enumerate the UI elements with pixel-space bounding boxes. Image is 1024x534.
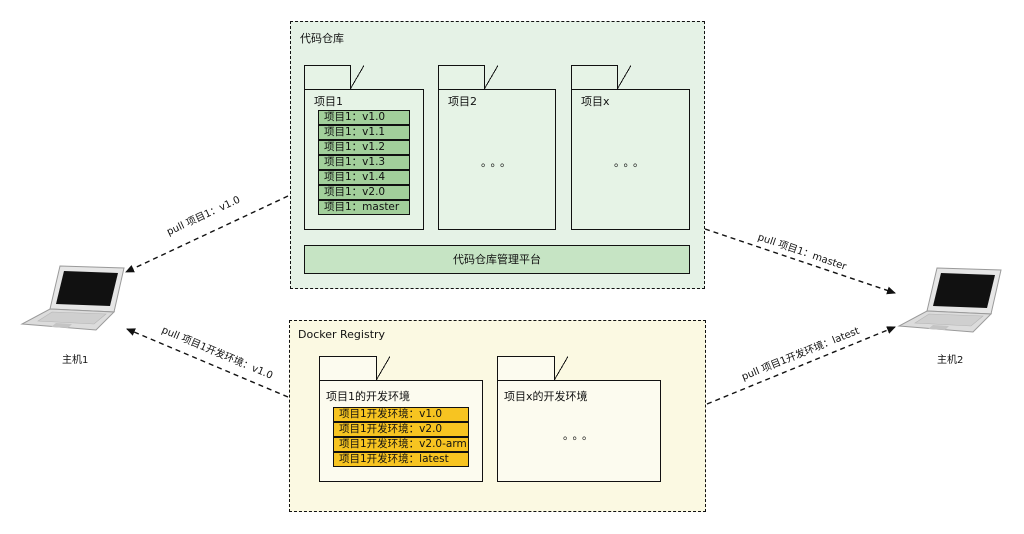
version-tag: 项目1：v1.4: [318, 170, 410, 185]
host1-label: 主机1: [62, 355, 89, 366]
version-tag: 项目1：v1.0: [318, 110, 410, 125]
env-version-tag: 项目1开发环境：v2.0: [333, 422, 469, 437]
project-name: 项目x: [581, 95, 610, 108]
code-repository-title: 代码仓库: [300, 32, 344, 45]
env-version-tag: 项目1开发环境：latest: [333, 452, 469, 467]
env-version-tag: 项目1开发环境：v1.0: [333, 407, 469, 422]
folder-tab: [319, 356, 390, 380]
ellipsis: 。。。: [614, 156, 648, 169]
folder-tab: [304, 65, 364, 89]
project-folder-2: 项目2 。。。: [438, 65, 556, 230]
env-version-tag: 项目1开发环境：v2.0-arm: [333, 437, 469, 452]
project-folder-x: 项目x 。。。: [571, 65, 690, 230]
project-name: 项目2: [448, 95, 477, 108]
version-tag: 项目1：v1.3: [318, 155, 410, 170]
env-name: 项目1的开发环境: [326, 390, 410, 403]
laptop-icon: [20, 265, 125, 331]
ellipsis: 。。。: [563, 429, 597, 442]
host2-label: 主机2: [937, 355, 964, 366]
folder-tab: [497, 356, 568, 380]
folder-tab: [438, 65, 498, 89]
laptop-icon: [897, 267, 1002, 333]
env-folder-x: 项目x的开发环境 。。。: [497, 356, 661, 482]
docker-registry-title: Docker Registry: [298, 328, 386, 341]
version-tag: 项目1：master: [318, 200, 410, 215]
version-tag: 项目1：v1.1: [318, 125, 410, 140]
version-tag: 项目1：v2.0: [318, 185, 410, 200]
project-name: 项目1: [314, 95, 343, 108]
version-tag: 项目1：v1.2: [318, 140, 410, 155]
arrow-host1-code: [125, 195, 289, 273]
ellipsis: 。。。: [481, 156, 515, 169]
env-name: 项目x的开发环境: [504, 390, 588, 403]
folder-tab: [571, 65, 631, 89]
repo-management-platform: 代码仓库管理平台: [304, 245, 690, 274]
arrow-host2-code: [704, 228, 896, 295]
arrow-host2-env: [706, 326, 896, 405]
arrow-host1-env: [126, 328, 289, 398]
